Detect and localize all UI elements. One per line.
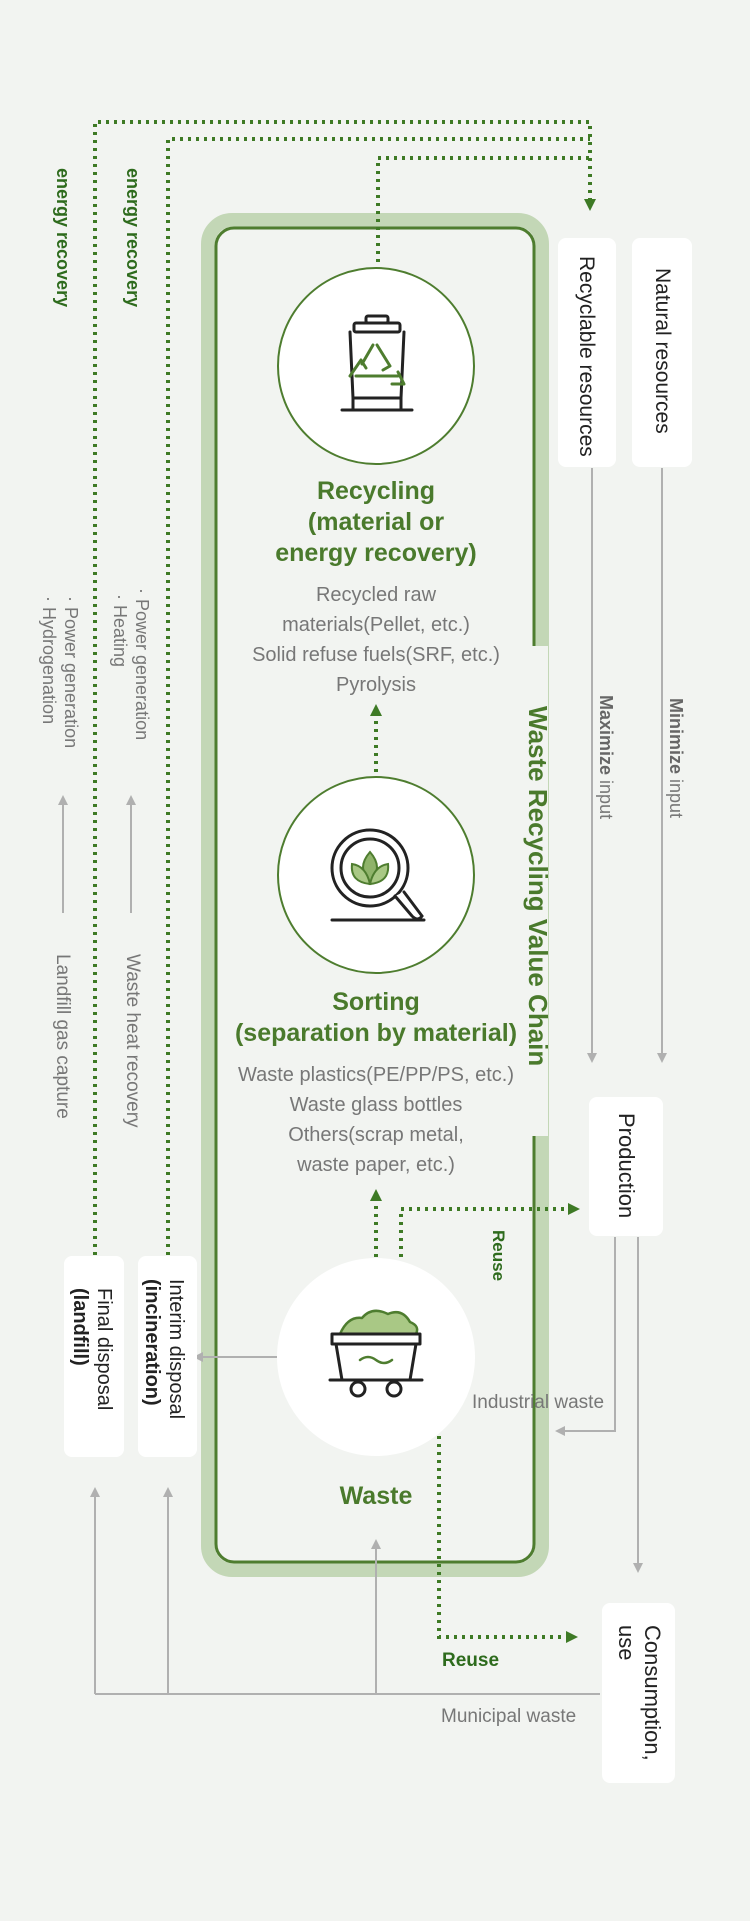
sorting-title: Sorting (separation by material) (216, 987, 536, 1049)
magnifier-leaf-icon (330, 828, 426, 922)
recycling-circle (277, 267, 475, 465)
waste-title: Waste (339, 1482, 413, 1510)
industrial-waste-label: Industrial waste (472, 1392, 605, 1413)
reuse-to-production-arrow (399, 1203, 580, 1257)
sorting-title-line-2: (separation by material) (234, 1019, 518, 1047)
recycle-bin-icon (340, 314, 414, 412)
sorting-detail-3: Others(scrap metal, (288, 1124, 464, 1146)
interim-disposal-card (138, 1256, 197, 1457)
recycling-detail-1: Recycled raw (315, 584, 437, 606)
sorting-detail-4: waste paper, etc.) (297, 1154, 455, 1176)
waste-cart-icon (328, 1309, 424, 1398)
sorting-detail-1: Waste plastics(PE/PP/PS, etc.) (237, 1064, 514, 1086)
consumption-label: Consumption, use (613, 1625, 665, 1761)
production-card (589, 1097, 663, 1236)
interim-disposal-label: Interim disposal (incineration) (140, 1279, 188, 1419)
waste-circle (277, 1258, 475, 1456)
minimize-input-label: Minimize input (666, 698, 686, 819)
energy-recovery-label-1: energy recovery (53, 168, 73, 308)
recycling-details: Recycled raw materials(Pellet, etc.) Sol… (216, 580, 536, 700)
final-use-1: · Power generation (61, 596, 81, 749)
reuse-to-consumption-arrow (437, 1436, 578, 1643)
recycling-detail-4: Pyrolysis (335, 674, 416, 696)
interim-use-2: · Heating (110, 594, 130, 668)
recycling-title: Recycling (material or energy recovery) (216, 476, 536, 569)
interim-disposal-line-1: Interim disposal (165, 1279, 187, 1420)
energy-recovery-label-2: energy recovery (123, 168, 143, 308)
consumption-card (602, 1603, 675, 1783)
consumption-line-1: Consumption, (640, 1625, 665, 1761)
recycling-to-recyclable-line (376, 156, 590, 262)
reuse-label-1: Reuse (489, 1230, 508, 1282)
final-disposal-card (64, 1256, 124, 1457)
consumption-line-2: use (614, 1625, 639, 1661)
waste-heat-recovery-label: Waste heat recovery (122, 954, 143, 1128)
recycling-detail-3: Solid refuse fuels(SRF, etc.) (252, 644, 500, 666)
final-disposal-line-1: Final disposal (93, 1288, 115, 1411)
recyclable-resources-label: Recyclable resources (575, 256, 598, 457)
recycling-title-line-2: (material or (307, 508, 445, 536)
interim-disposal-line-2: (incineration) (141, 1279, 163, 1406)
recyclable-resources-card (558, 238, 616, 467)
final-disposal-label: Final disposal (landfill) (68, 1288, 116, 1410)
gray-flow-lines (58, 468, 667, 1695)
recycling-title-line-3: energy recovery) (275, 539, 477, 567)
sorting-title-line-1: Sorting (332, 988, 420, 1016)
green-flow-lines (93, 120, 596, 1643)
industrial-waste-arrow (555, 1237, 616, 1436)
natural-resources-label: Natural resources (651, 268, 674, 434)
production-label: Production (614, 1113, 639, 1219)
municipal-waste-label: Municipal waste (441, 1706, 577, 1727)
final-disposal-line-2: (landfill) (69, 1288, 91, 1366)
landfill-gas-capture-label: Landfill gas capture (52, 954, 73, 1119)
final-use-2: · Hydrogenation (39, 596, 59, 725)
natural-resources-card (632, 238, 692, 467)
maximize-input-label: Maximize input (596, 695, 616, 820)
recycling-detail-2: materials(Pellet, etc.) (282, 614, 470, 636)
interim-uses-list: · Power generation · Heating (109, 588, 153, 740)
sorting-details: Waste plastics(PE/PP/PS, etc.) Waste gla… (216, 1060, 536, 1180)
interim-use-1: · Power generation (132, 588, 152, 741)
recycling-title-line-1: Recycling (316, 477, 436, 505)
reuse-label-2: Reuse (442, 1650, 500, 1671)
final-uses-list: · Power generation · Hydrogenation (38, 596, 82, 748)
sorting-detail-2: Waste glass bottles (289, 1094, 463, 1116)
